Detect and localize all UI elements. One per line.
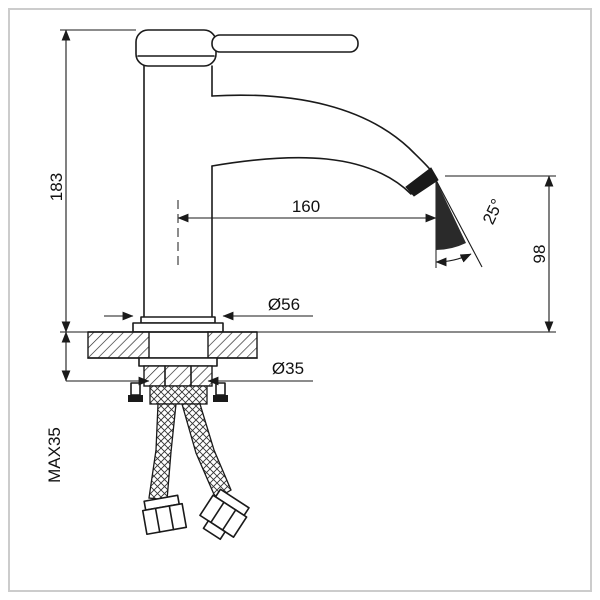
angle-sector <box>436 180 466 250</box>
dim-label-max-thickness: MAX35 <box>45 427 64 483</box>
left-mounting-stud <box>128 382 143 402</box>
faucet <box>132 29 439 333</box>
dim-label-reach: 160 <box>292 197 320 216</box>
locknut <box>143 365 213 387</box>
dim-label-shank-diameter: Ø35 <box>272 359 304 378</box>
base-flange <box>132 316 224 333</box>
page-border <box>8 8 592 592</box>
dim-outlet-height: 98 <box>228 175 556 333</box>
dim-max-thickness: MAX35 <box>45 331 71 483</box>
dim-label-base-diameter: Ø56 <box>268 295 300 314</box>
dim-base-diameter: Ø56 <box>104 295 313 321</box>
dim-spout-reach: 160 <box>177 182 437 268</box>
right-mounting-stud <box>213 382 228 402</box>
handle-lever <box>211 34 359 53</box>
right-hose-nut <box>199 488 250 541</box>
spout <box>211 94 439 197</box>
dim-overall-height: 183 <box>47 29 136 333</box>
dim-label-outlet-height: 98 <box>530 245 549 264</box>
washer <box>138 357 218 367</box>
aerator-tip <box>405 167 439 197</box>
faucet-body <box>143 65 213 318</box>
supply-hoses <box>141 403 250 541</box>
dim-label-height: 183 <box>47 173 66 201</box>
dim-spray-angle: 25° <box>435 179 507 268</box>
threaded-shank <box>149 385 208 405</box>
dim-label-angle: 25° <box>479 196 507 227</box>
dim-shank-diameter: Ø35 <box>66 359 313 386</box>
left-hose-nut <box>141 494 188 536</box>
handle-hub <box>135 29 217 67</box>
left-hose <box>148 403 177 501</box>
mounting-hardware <box>128 357 228 405</box>
countertop-section <box>87 331 258 359</box>
right-hose <box>181 403 232 500</box>
